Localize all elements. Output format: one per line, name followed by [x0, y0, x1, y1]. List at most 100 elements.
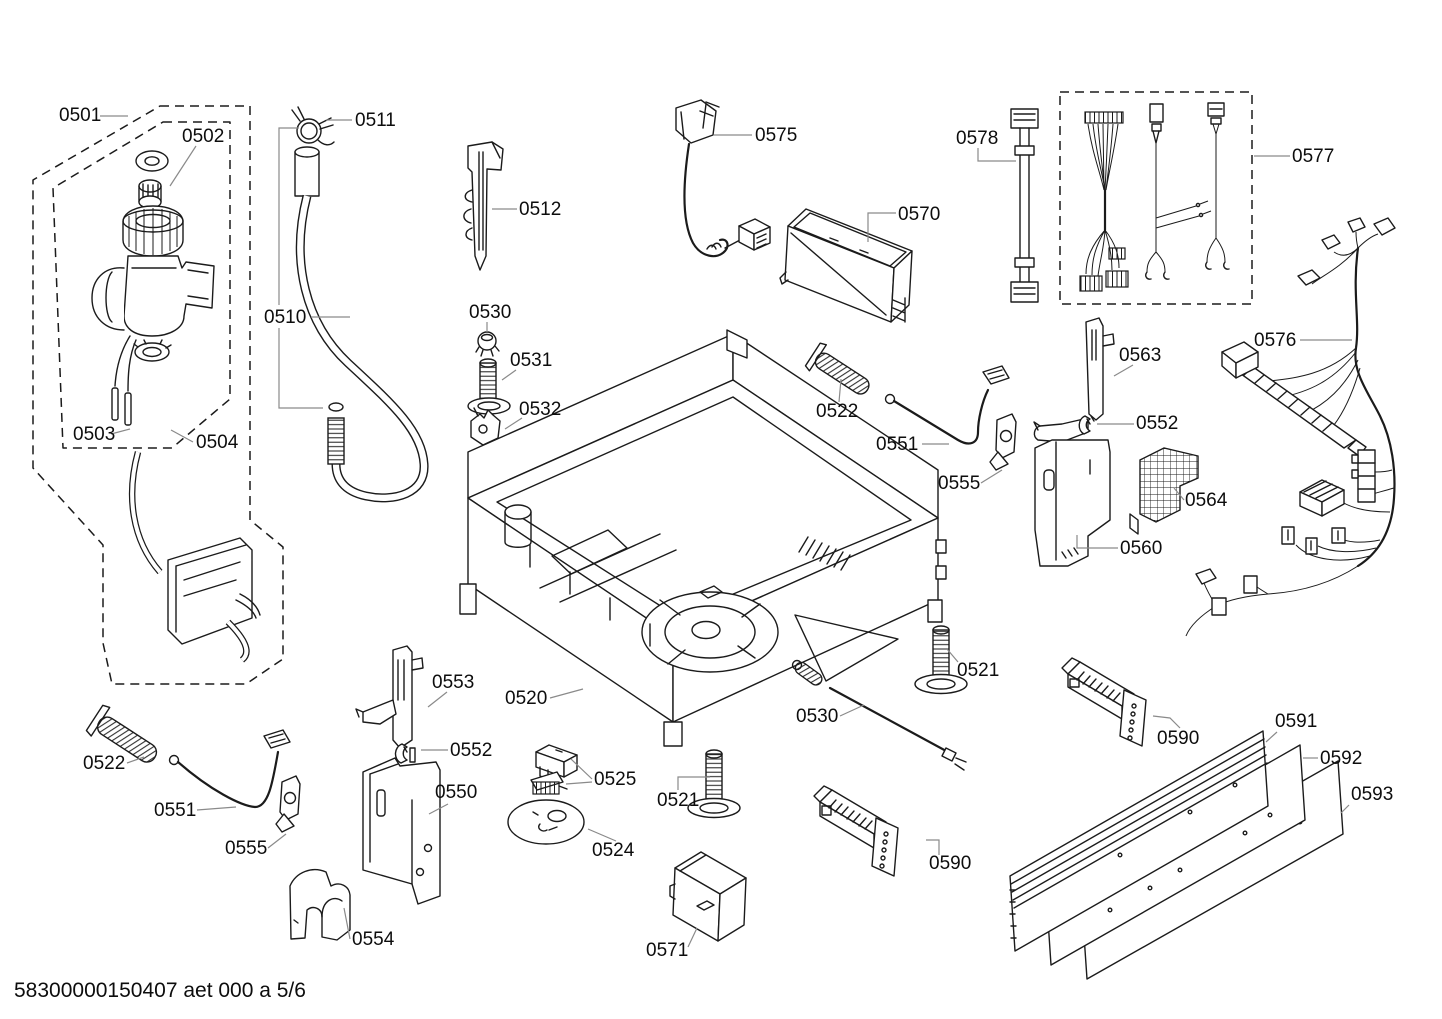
svg-text:0512: 0512: [519, 199, 561, 220]
callout-0590-left: 0590: [926, 839, 971, 874]
svg-text:0563: 0563: [1119, 345, 1161, 366]
svg-text:0552: 0552: [450, 740, 492, 761]
mounting-rail: [463, 141, 504, 271]
bracket-lower-right: [1034, 439, 1111, 567]
plinth-panel-1: [1009, 730, 1269, 952]
callout-0510: 0510: [264, 127, 350, 409]
svg-text:0571: 0571: [646, 940, 688, 961]
svg-text:0520: 0520: [505, 688, 547, 709]
svg-text:0510: 0510: [264, 307, 306, 328]
main-wiring-harness: [1185, 217, 1396, 637]
callout-0560: 0560: [1076, 535, 1162, 559]
svg-text:0511: 0511: [355, 110, 396, 131]
callout-0570: 0570: [867, 204, 940, 242]
callout-0575: 0575: [714, 125, 797, 146]
door-spring-right: [804, 342, 870, 395]
callout-0554: 0554: [343, 907, 395, 950]
leveling-foot-right: [914, 625, 968, 695]
harness-a: [1079, 111, 1129, 292]
microswitch: [530, 744, 578, 795]
ribbon-cable: [1010, 108, 1039, 303]
callout-0564: 0564: [1173, 487, 1228, 511]
callout-0504: 0504: [170, 429, 239, 453]
svg-text:0531: 0531: [510, 350, 552, 371]
svg-text:0560: 0560: [1120, 538, 1162, 559]
junction-box: [669, 851, 747, 942]
cable-pulley-left: [275, 775, 301, 833]
callout-0532: 0532: [504, 399, 561, 430]
callout-0555-right: 0555: [938, 469, 1003, 494]
sound-damper-disc: [507, 799, 585, 845]
hose-clamp: [291, 106, 335, 146]
callout-0578: 0578: [956, 128, 1016, 162]
callout-0531: 0531: [501, 350, 552, 381]
svg-text:0554: 0554: [352, 929, 395, 950]
door-cable-left: [168, 729, 291, 809]
drain-hose: [294, 146, 429, 503]
svg-text:0564: 0564: [1185, 490, 1228, 511]
svg-text:0590: 0590: [929, 853, 971, 874]
callout-0555-left: 0555: [225, 833, 287, 859]
door-spring-left: [85, 704, 158, 763]
svg-text:0521: 0521: [657, 790, 699, 811]
svg-text:0530: 0530: [469, 302, 511, 323]
svg-text:0555: 0555: [225, 838, 267, 859]
callout-0553: 0553: [427, 672, 474, 708]
callout-0591: 0591: [1265, 711, 1317, 743]
cable-pulley-right: [989, 413, 1017, 471]
power-cord: [675, 99, 771, 258]
bowden-cable: [791, 659, 967, 771]
callout-0524: 0524: [587, 828, 635, 861]
callout-0521-left: 0521: [657, 776, 710, 811]
svg-text:0552: 0552: [1136, 413, 1178, 434]
callout-0577: 0577: [1254, 146, 1334, 167]
dashed-enclosure-aquastop: [32, 105, 284, 685]
svg-text:0592: 0592: [1320, 748, 1362, 769]
callout-0520: 0520: [505, 688, 584, 709]
callout-0592: 0592: [1303, 748, 1362, 769]
callout-0521-right: 0521: [946, 648, 999, 681]
svg-text:0577: 0577: [1292, 146, 1334, 167]
svg-text:0591: 0591: [1275, 711, 1317, 732]
callout-0593: 0593: [1340, 784, 1393, 814]
callout-0511: 0511: [326, 110, 396, 131]
leveling-foot-left: [687, 749, 741, 819]
bracket-upper-right: [1033, 317, 1115, 443]
callout-0522-right: 0522: [816, 378, 858, 422]
callout-0512: 0512: [492, 199, 561, 220]
callouts: 0501 0502 0503 0504 0511 0510 0512 0530 …: [59, 105, 1393, 961]
callout-0571: 0571: [646, 927, 698, 961]
harness-b: [1145, 103, 1212, 280]
foot-clip: [470, 407, 501, 446]
svg-text:0501: 0501: [59, 105, 101, 126]
toothed-rail-left: [813, 785, 899, 877]
spring-clip-right: [1078, 415, 1095, 435]
callout-0551-right: 0551: [876, 434, 949, 455]
svg-text:0521: 0521: [957, 660, 999, 681]
terminal-grid: [1129, 447, 1199, 535]
svg-text:0504: 0504: [196, 432, 239, 453]
callout-0522-left: 0522: [83, 753, 145, 774]
svg-text:0590: 0590: [1157, 728, 1199, 749]
door-cable-right: [884, 365, 1010, 445]
callout-0590-right: 0590: [1152, 715, 1199, 749]
callout-0530-cable: 0530: [796, 704, 865, 727]
callout-0503: 0503: [73, 424, 131, 445]
svg-text:0503: 0503: [73, 424, 115, 445]
callout-0563: 0563: [1113, 345, 1161, 377]
doc-footer: 58300000150407 aet 000 a 5/6: [14, 979, 306, 1002]
callout-0550: 0550: [428, 782, 477, 815]
callout-0552-left: 0552: [421, 740, 492, 761]
corner-cover: [289, 868, 351, 941]
svg-text:0532: 0532: [519, 399, 561, 420]
svg-text:0524: 0524: [592, 840, 635, 861]
svg-text:0551: 0551: [876, 434, 918, 455]
callout-0576: 0576: [1254, 330, 1352, 351]
callout-0525: 0525: [565, 758, 636, 790]
control-module: [779, 208, 913, 323]
harness-kit-box: [1059, 91, 1253, 305]
svg-text:0555: 0555: [938, 473, 980, 494]
svg-text:0525: 0525: [594, 769, 636, 790]
svg-text:0530: 0530: [796, 706, 838, 727]
